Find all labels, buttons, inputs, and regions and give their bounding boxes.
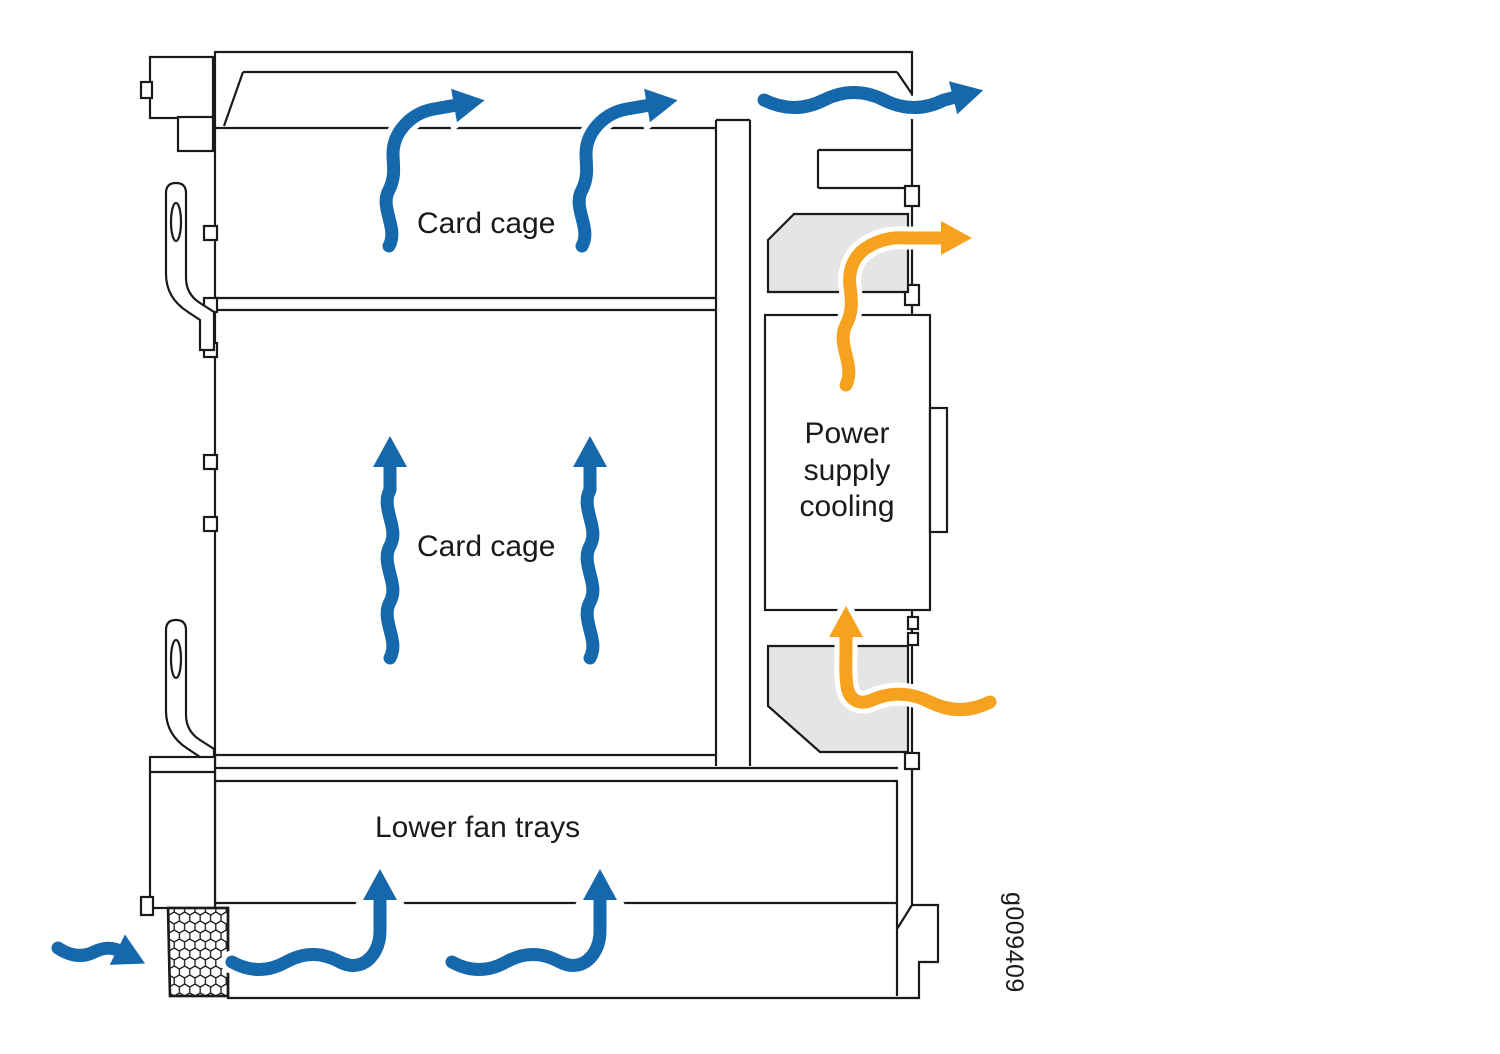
top-left-bracket-step	[176, 115, 215, 153]
label-power-supply-cooling: Power supply cooling	[799, 417, 895, 524]
air-baffle-bottom	[766, 644, 910, 754]
top-exhaust-arrow	[752, 74, 996, 125]
air-baffle-top	[766, 212, 910, 294]
handle-upper-slot	[169, 201, 183, 243]
label-upper-card-cage: Card cage	[417, 207, 556, 240]
psu-exhaust-top-arrow	[831, 212, 985, 397]
top-left-bracket	[148, 55, 215, 120]
right-edge-latch	[906, 631, 920, 647]
fan-tray-flange	[148, 755, 217, 910]
cold-airflow-arrows	[46, 74, 996, 981]
lower-fan-section	[139, 755, 230, 998]
left-edge-tick	[202, 453, 219, 471]
label-middle-card-cage: Card cage	[417, 530, 556, 563]
right-edge-latch	[903, 751, 921, 771]
power-supply-handle	[928, 406, 949, 534]
top-right-step-lines	[816, 148, 912, 190]
right-edge-latch	[903, 184, 921, 208]
psu-intake-bottom-arrow	[820, 593, 1002, 721]
upper-exhaust-arrow-2	[567, 81, 691, 258]
top-cover-lines	[222, 70, 913, 127]
label-lower-fan-trays: Lower fan trays	[375, 811, 581, 844]
figure-id-label: g009409	[1000, 892, 1028, 993]
chassis-handles	[164, 181, 216, 774]
bottom-right-foot-lines	[895, 781, 913, 996]
handle-lower-slot	[169, 638, 183, 680]
midplane-column-lines	[714, 118, 752, 766]
fan-tray-tab	[139, 895, 155, 917]
card-cage-up-arrow-2	[564, 423, 616, 670]
top-left-bracket-tab	[139, 80, 154, 100]
honeycomb-vent	[166, 906, 230, 998]
left-edge-tick	[202, 515, 219, 533]
cold-intake-arrow	[46, 923, 157, 970]
upper-exhaust-arrow-1	[374, 81, 498, 258]
chassis-linework	[139, 50, 940, 1000]
fan-intake-arrow-2	[440, 856, 626, 981]
card-cage-up-arrow-1	[364, 423, 416, 670]
hot-airflow-arrows	[820, 212, 1002, 721]
left-edge-tick	[202, 224, 219, 242]
right-edge-latch	[906, 615, 920, 631]
fan-intake-arrow-1	[220, 856, 406, 981]
